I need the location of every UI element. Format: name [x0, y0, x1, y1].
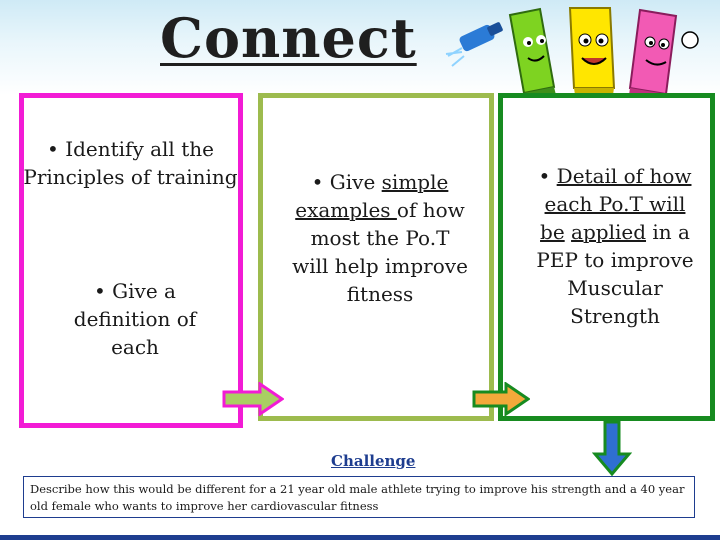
bottom-divider	[0, 535, 720, 540]
box2-prefix: • Give	[311, 170, 382, 194]
box2-underlined: simple examples	[295, 170, 449, 222]
green-arrow-icon	[472, 382, 530, 416]
page-title: Connect	[160, 6, 417, 70]
objective-box-3	[498, 93, 715, 421]
down-arrow-icon	[592, 420, 632, 476]
challenge-heading: Challenge	[331, 452, 416, 470]
challenge-text-box: Describe how this would be different for…	[23, 476, 695, 518]
box1-bullet-1: • Identify all the Principles of trainin…	[23, 137, 238, 189]
box2-bullet: • Give simple examples of how most the P…	[290, 168, 470, 308]
box3-prefix: •	[538, 164, 557, 188]
box1-bullet-2: • Give a definition of each	[73, 279, 197, 359]
box3-underlined-2: applied	[571, 220, 647, 244]
box2-suffix: of how most the Po.T will help improve f…	[292, 198, 468, 306]
objective-box-2	[258, 93, 494, 421]
spray-bottle-icon	[445, 22, 503, 67]
objective-box-1	[19, 93, 243, 428]
pink-arrow-icon	[222, 382, 284, 416]
box3-bullet: • Detail of how each Po.T will be applie…	[530, 162, 700, 330]
box3-suffix: in a PEP to improve Muscular Strength	[536, 220, 694, 328]
box3-underlined-1: Detail of how each Po.T will be	[540, 164, 692, 244]
